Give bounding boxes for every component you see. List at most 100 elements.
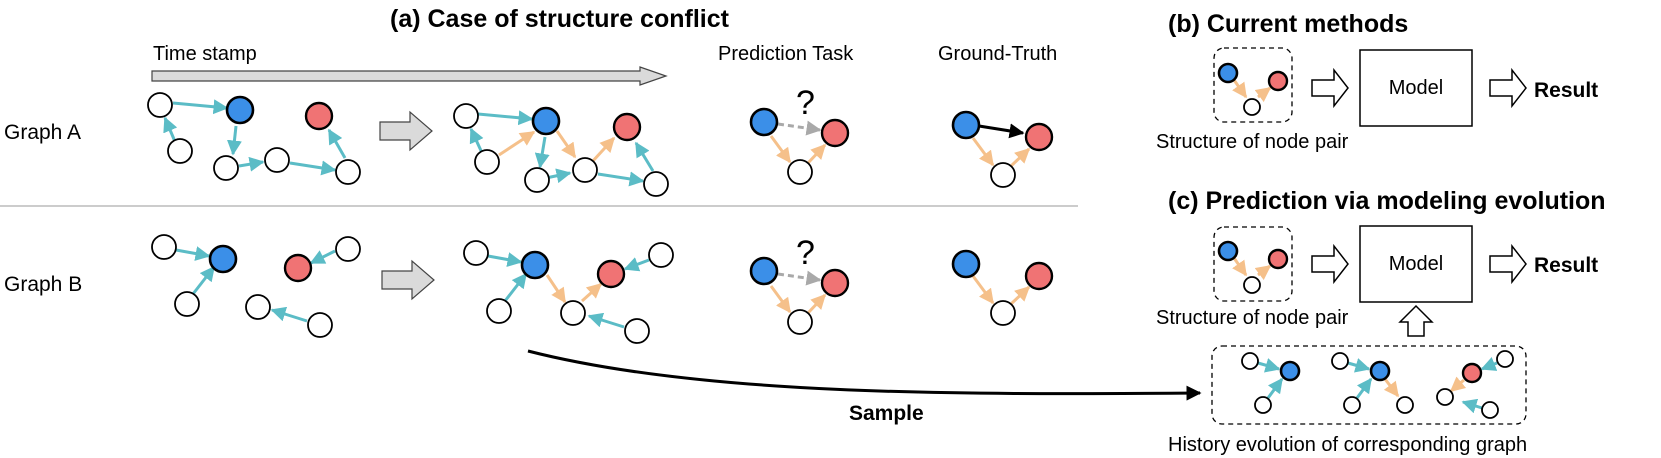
edge	[545, 274, 567, 304]
node	[643, 171, 669, 197]
edge	[191, 265, 216, 295]
node	[264, 147, 290, 173]
red-node	[1267, 248, 1289, 270]
node	[474, 149, 500, 175]
graph-a-t1	[147, 92, 361, 185]
ground-truth-label: Ground-Truth	[938, 43, 1057, 65]
edge	[1355, 377, 1373, 399]
node	[624, 318, 650, 344]
structure-caption-b: Structure of node pair	[1156, 131, 1349, 153]
edge	[1257, 358, 1281, 373]
graph-b-ground-truth	[951, 249, 1054, 326]
blue-node	[1279, 360, 1301, 382]
input-arrow-c	[1311, 243, 1349, 285]
edge	[289, 160, 337, 176]
graph-b-label: Graph B	[4, 273, 82, 296]
node	[453, 103, 479, 129]
red-node	[820, 268, 850, 298]
history-snapshot-2	[1331, 352, 1414, 414]
node	[1243, 276, 1261, 294]
blue-node	[520, 250, 550, 280]
edge	[175, 246, 211, 261]
node	[1481, 401, 1499, 419]
panel-c-title: (c) Prediction via modeling evolution	[1168, 187, 1606, 215]
edge	[1254, 86, 1272, 103]
node	[174, 291, 200, 317]
edge	[769, 285, 792, 314]
red-node	[1461, 362, 1483, 384]
node-pair-structure-box	[1213, 47, 1293, 123]
structure-caption-c: Structure of node pair	[1156, 307, 1349, 329]
node	[1343, 396, 1361, 414]
timestamp-label: Time stamp	[153, 43, 257, 65]
red-node	[820, 118, 850, 148]
node	[560, 300, 586, 326]
node-pair-structure-c	[1217, 240, 1289, 294]
node	[1243, 98, 1261, 116]
edge	[806, 143, 827, 165]
node	[147, 92, 173, 118]
blue-node	[951, 110, 981, 140]
node	[572, 157, 598, 183]
red-node	[596, 259, 626, 289]
panel-a-title: (a) Case of structure conflict	[390, 5, 730, 33]
edge	[498, 130, 536, 157]
edge	[226, 125, 242, 156]
red-node	[304, 101, 334, 131]
node	[335, 159, 361, 185]
edge	[769, 135, 792, 164]
edge	[1254, 264, 1272, 281]
node	[151, 234, 177, 260]
result-label-c: Result	[1534, 254, 1598, 277]
edge	[1449, 376, 1467, 393]
node	[245, 294, 271, 320]
edge	[1232, 257, 1248, 277]
node-pair-structure-box	[1213, 226, 1293, 302]
edge	[623, 257, 650, 272]
red-node	[1024, 261, 1054, 291]
blue-node	[531, 106, 561, 136]
node	[486, 298, 512, 324]
node	[787, 159, 813, 185]
edge	[580, 282, 603, 303]
edge	[477, 110, 534, 126]
node	[307, 312, 333, 338]
edge	[590, 136, 616, 164]
edge	[503, 272, 528, 302]
history-to-model-arrow	[1398, 304, 1434, 337]
edge	[1347, 358, 1371, 373]
edge	[971, 275, 995, 305]
edge	[238, 156, 265, 172]
graph-a-t2	[453, 103, 669, 197]
blue-node	[749, 256, 779, 286]
edge	[487, 252, 523, 267]
graph-a-prediction-task: ?	[749, 84, 850, 185]
question-mark: ?	[796, 234, 815, 272]
edge	[172, 99, 229, 115]
blue-node	[1217, 240, 1239, 262]
node	[990, 162, 1016, 188]
model-box-c	[1359, 225, 1473, 303]
edge	[1009, 147, 1031, 168]
graph-a-label: Graph A	[4, 121, 81, 144]
output-arrow-c	[1489, 243, 1527, 285]
node	[1241, 352, 1259, 370]
edge	[534, 136, 550, 169]
edge	[634, 141, 655, 172]
sample-arrow	[527, 349, 1202, 401]
history-snapshot-3	[1436, 350, 1514, 419]
model-label-b: Model	[1389, 77, 1443, 99]
graph-a-ground-truth	[951, 110, 1054, 188]
node	[1436, 388, 1454, 406]
node	[1254, 396, 1272, 414]
blue-node	[225, 95, 255, 125]
question-mark: ?	[796, 84, 815, 122]
edge	[327, 128, 347, 159]
edge	[806, 293, 827, 315]
result-label-b: Result	[1534, 79, 1598, 102]
timestamp-arrow	[151, 66, 668, 86]
blue-node	[1369, 360, 1391, 382]
graph-b-t2	[463, 240, 674, 344]
blue-node	[1217, 62, 1239, 84]
